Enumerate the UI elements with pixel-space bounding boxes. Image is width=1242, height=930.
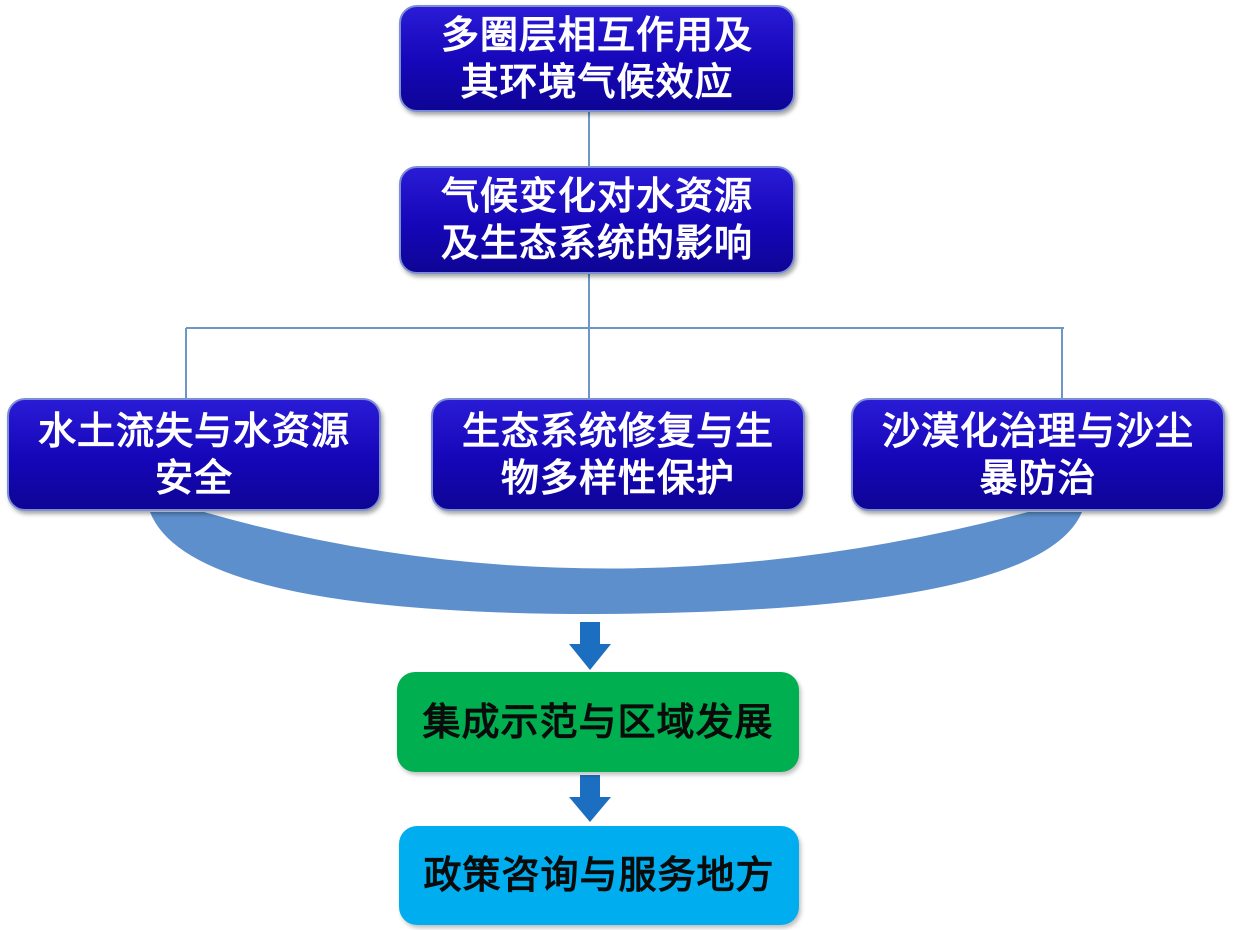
node-integration-label: 集成示范与区域发展 [422, 699, 774, 744]
node-ecosystem-line1: 生态系统修复与生 [461, 408, 774, 453]
node-multisphere-line2: 其环境气候效应 [460, 59, 734, 104]
node-desertification-line2: 暴防治 [979, 455, 1097, 500]
down-arrow-to-policy [569, 775, 611, 822]
node-desertification-line1: 沙漠化治理与沙尘 [881, 408, 1194, 453]
merge-arc [150, 512, 1082, 614]
node-integration-demo: 集成示范与区域发展 [397, 672, 799, 772]
node-soil-erosion-line2: 安全 [154, 455, 233, 500]
node-policy-label: 政策咨询与服务地方 [423, 853, 775, 897]
node-climate-impact-line2: 及生态系统的影响 [440, 221, 753, 265]
node-multisphere-line1: 多圈层相互作用及 [440, 12, 753, 57]
node-climate-impact: 气候变化对水资源 及生态系统的影响 [399, 166, 795, 274]
node-soil-erosion-line1: 水土流失与水资源 [37, 408, 350, 453]
down-arrow-to-integration [569, 622, 611, 670]
node-climate-impact-line1: 气候变化对水资源 [440, 174, 753, 218]
node-ecosystem-line2: 物多样性保护 [500, 455, 735, 500]
node-policy-consulting: 政策咨询与服务地方 [399, 826, 799, 925]
node-soil-erosion-water: 水土流失与水资源 安全 [7, 398, 381, 511]
node-multisphere-interaction: 多圈层相互作用及 其环境气候效应 [399, 5, 795, 112]
node-desertification-control: 沙漠化治理与沙尘 暴防治 [851, 398, 1225, 511]
node-ecosystem-restoration: 生态系统修复与生 物多样性保护 [431, 398, 805, 511]
